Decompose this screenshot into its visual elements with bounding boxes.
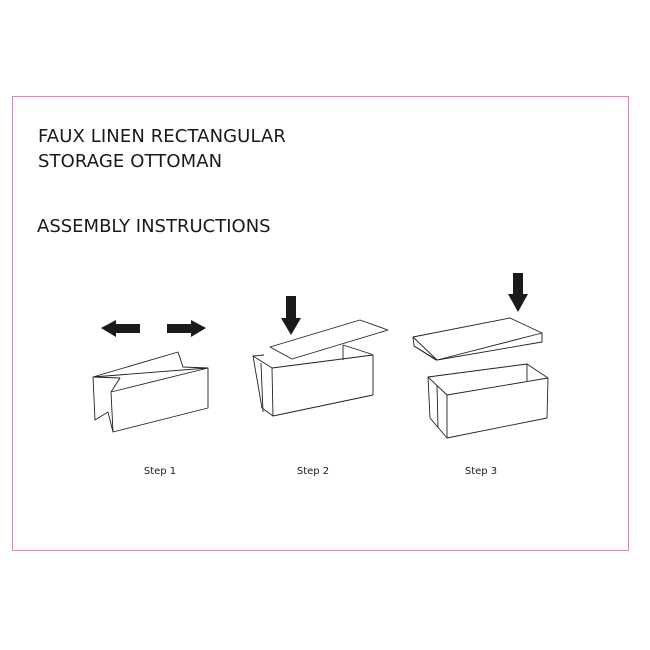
arrow-down-icon	[281, 296, 301, 335]
step1-folded-box-illustration	[92, 351, 209, 433]
arrow-down-icon	[508, 273, 528, 312]
step-1-label: Step 1	[143, 466, 177, 477]
arrow-right-icon	[167, 320, 206, 337]
section-heading: ASSEMBLY INSTRUCTIONS	[37, 216, 271, 237]
step-3-label: Step 3	[464, 466, 498, 477]
step-2-label: Step 2	[296, 466, 330, 477]
arrow-left-icon	[101, 320, 140, 337]
title-line-2: STORAGE OTTOMAN	[38, 151, 223, 172]
title-line-1: FAUX LINEN RECTANGULAR	[38, 126, 287, 147]
step2-box-illustration	[252, 319, 389, 417]
page-border	[12, 96, 629, 551]
step3-box-and-lid-illustration	[412, 317, 549, 439]
product-title: FAUX LINEN RECTANGULAR STORAGE OTTOMAN	[38, 124, 286, 174]
